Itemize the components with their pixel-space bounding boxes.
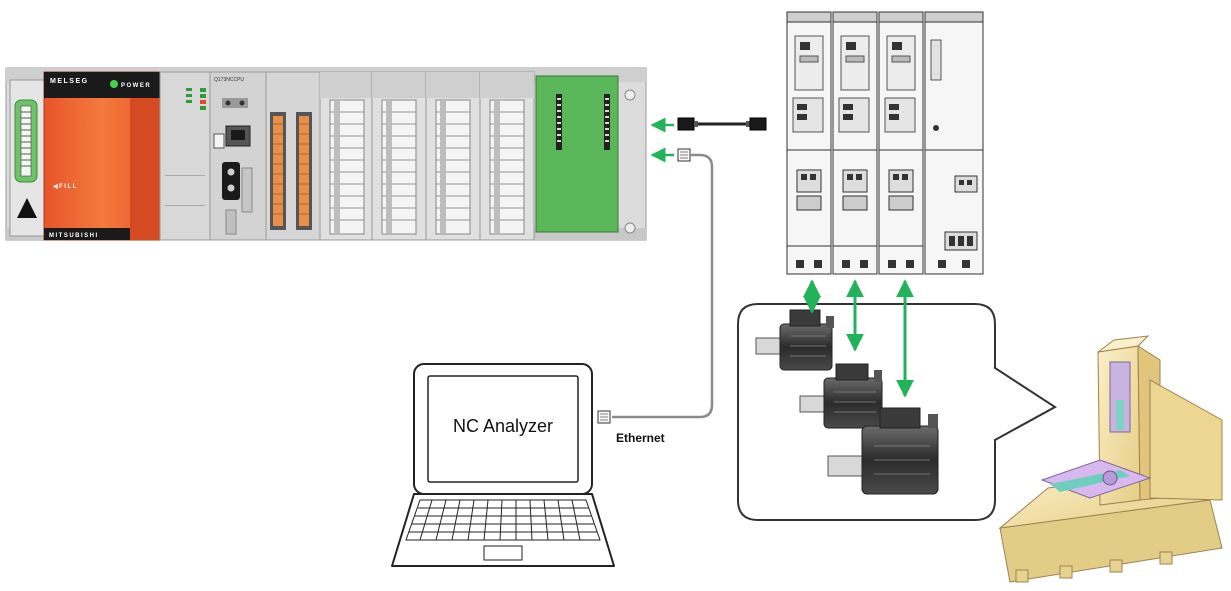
power-supply-module: MELSEG POWER MITSUBISHI ◀FILL [43,71,161,241]
optical-link [650,117,767,133]
terminal-module-4 [479,71,535,241]
servo-motor-1 [755,309,834,371]
ethernet-label: Ethernet [616,431,665,445]
power-led-icon [110,80,118,88]
laptop: NC Analyzer [391,363,615,567]
machine-tool [998,335,1223,583]
terminal-module-2 [371,71,427,241]
laptop-screen [427,375,579,483]
expansion-board [535,75,619,233]
ethernet-cable [612,153,714,419]
servo-drive-1 [786,11,832,275]
power-label: POWER [121,83,151,89]
eject-triangle-icon [17,198,37,218]
servo-motor-3 [827,407,939,495]
plc-rack: MELSEG POWER MITSUBISHI ◀FILL Q173NCCPU [5,67,647,241]
power-supply-drive [924,11,984,275]
servo-motor-2 [799,363,883,429]
cpu-model-label: Q173NCCPU [214,77,244,83]
terminal-module-3 [425,71,481,241]
servo-drive-2 [832,11,878,275]
laptop-base [391,493,615,567]
optical-connector-right-icon [749,117,767,131]
optical-connector-left-icon [677,117,695,131]
laptop-touchpad [483,545,523,561]
servo-drive-3 [878,11,924,275]
servo-drive-unit [786,11,984,275]
mitsubishi-logo: MITSUBISHI [49,233,99,239]
cnc-cpu-module: Q173NCCPU [200,71,267,241]
nc-analyzer-label: NC Analyzer [453,416,553,436]
base-connector-module [9,79,45,237]
melsec-logo: MELSEG [50,78,89,85]
fill-label: ◀FILL [52,183,78,190]
terminal-module-1 [319,71,373,241]
ethernet-link: Ethernet [597,147,714,445]
io-connector-module [265,71,321,241]
optical-port-icon [222,162,240,200]
laptop-keyboard [405,499,601,541]
